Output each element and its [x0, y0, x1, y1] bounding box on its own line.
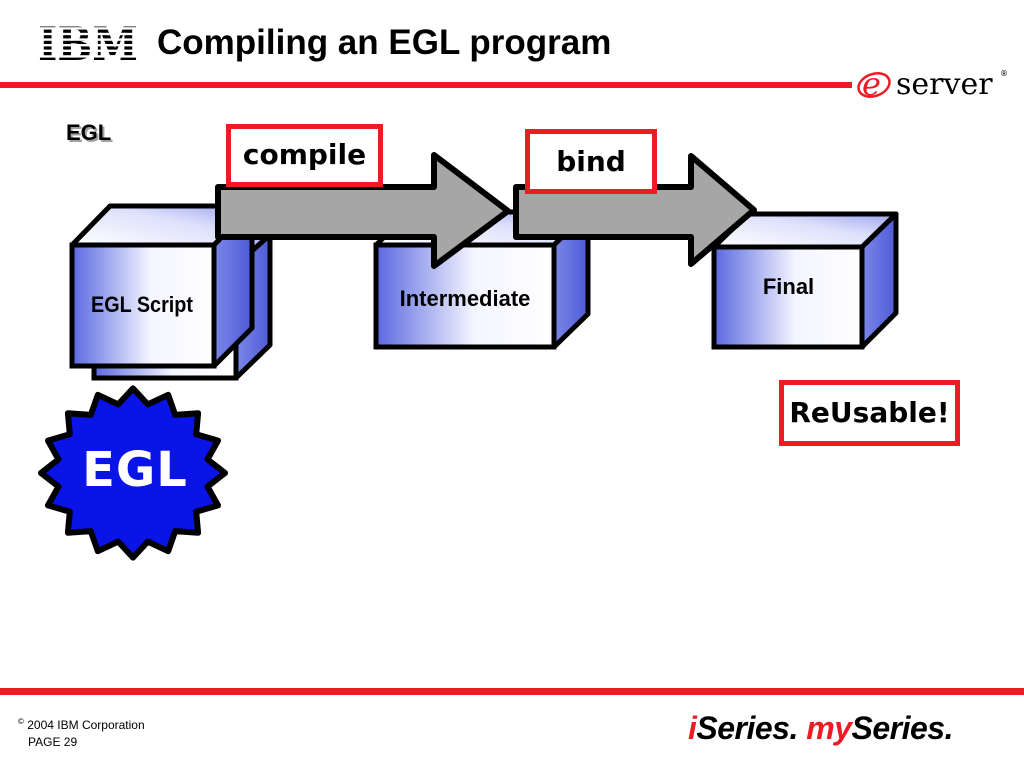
reusable-callout: ReUsable! [779, 380, 960, 446]
footer-divider [0, 688, 1024, 695]
copyright-text: 2004 IBM Corporation [27, 718, 145, 732]
brand-my: my [806, 710, 852, 746]
bind-callout: bind [525, 129, 657, 194]
copyright-symbol: © [18, 717, 24, 726]
egl-script-label: EGL Script [91, 292, 193, 317]
copyright-notice: © 2004 IBM Corporation [18, 714, 145, 733]
brand-series-1: Series. [696, 710, 798, 746]
brand-i: i [688, 710, 697, 746]
page-title: Compiling an EGL program [157, 23, 612, 62]
compile-arrow [215, 152, 511, 269]
bind-arrow [513, 153, 757, 267]
final-label: Final [762, 274, 815, 299]
compile-diagram [38, 152, 899, 561]
eserver-registered-mark: ® [1000, 69, 1008, 78]
ibm-logo-text: IBM [38, 22, 138, 64]
eserver-logo: e server ® [857, 65, 1008, 103]
eserver-e: e [862, 65, 881, 103]
brand-series-2: Series. [851, 710, 954, 746]
final-cube [711, 211, 899, 350]
egl-badge-text: EGL [82, 442, 188, 498]
egl-badge [38, 385, 228, 561]
section-label: EGL [66, 120, 112, 145]
intermediate-label: Intermediate [399, 286, 531, 311]
header-divider [0, 82, 852, 88]
iseries-brand-logo: iSeries. mySeries. [688, 708, 953, 748]
eserver-word: server [896, 67, 993, 102]
egl-script-cube [69, 203, 255, 369]
eserver-swoosh [857, 72, 891, 98]
compile-callout: compile [226, 124, 383, 187]
ibm-logo: IBM [38, 22, 138, 64]
page-number: PAGE 29 [28, 735, 78, 749]
